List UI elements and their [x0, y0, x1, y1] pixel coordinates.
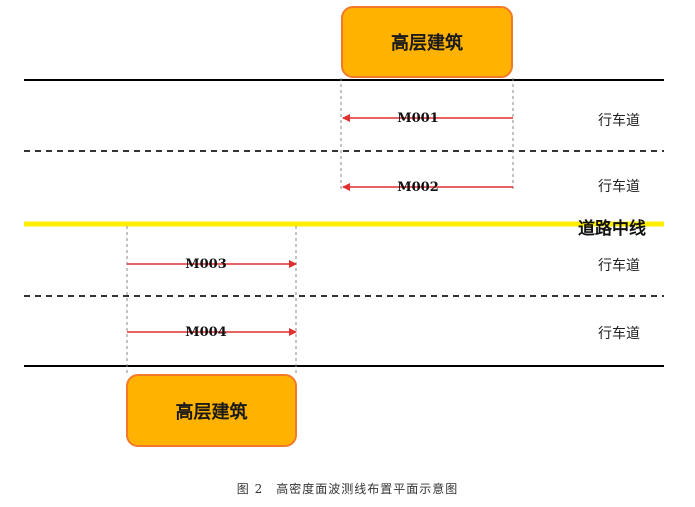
survey-label-m001: M001 — [397, 111, 439, 126]
lane-label-2: 行车道 — [598, 179, 640, 195]
center-line-label: 道路中线 — [578, 219, 646, 239]
lane-label-4: 行车道 — [598, 326, 640, 342]
lane-label-3: 行车道 — [598, 258, 640, 274]
lane-label-1: 行车道 — [598, 113, 640, 129]
building-upper-label: 高层建筑 — [391, 33, 463, 54]
building-lower-label: 高层建筑 — [175, 401, 248, 423]
building-lower: 高层建筑 — [126, 374, 297, 447]
building-upper: 高层建筑 — [341, 6, 513, 78]
survey-label-m003: M003 — [185, 257, 227, 272]
survey-label-m002: M002 — [397, 180, 439, 195]
figure-caption: 图 2 高密度面波测线布置平面示意图 — [236, 482, 459, 496]
survey-label-m004: M004 — [185, 325, 227, 340]
